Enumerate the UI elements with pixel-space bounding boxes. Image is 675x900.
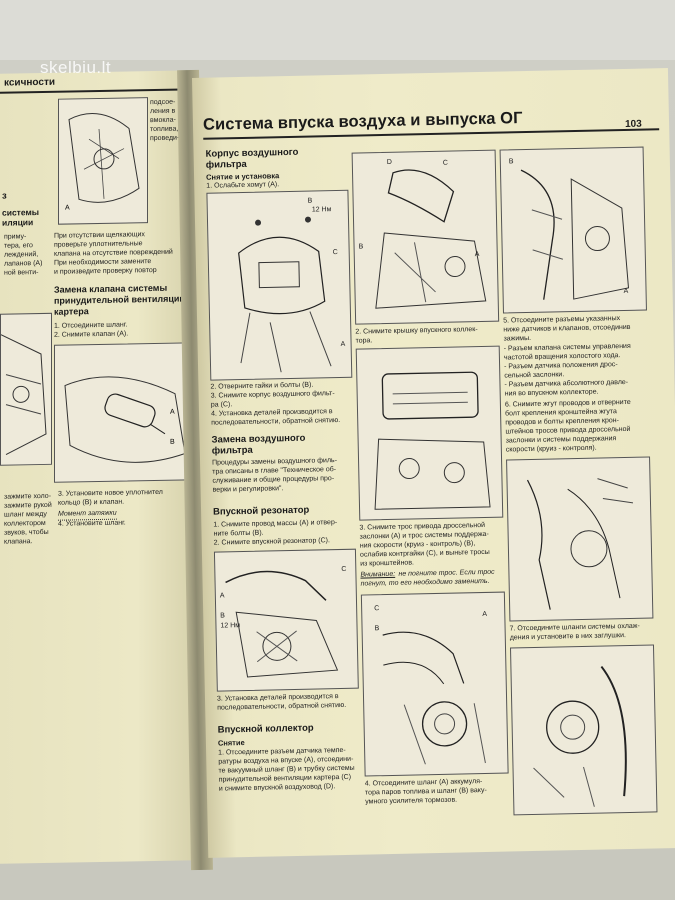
fig-label: C — [374, 605, 380, 613]
col2-step-4: умного усилителя тормозов. — [365, 796, 458, 806]
right-page: Система впуска воздуха и выпуска ОГ 103 … — [192, 68, 675, 858]
col3-step-5: зажимы. — [503, 334, 532, 343]
resonator-steps: 2. Снимите впускной резонатор (C). — [213, 537, 330, 547]
figure-throttle-cable: C B A — [360, 591, 509, 777]
figure-intake-duct: D C B A — [351, 149, 500, 325]
left-lower-line: зажмите рукой — [4, 501, 52, 510]
subheading-removal: Снятие и установка — [205, 171, 280, 182]
left-heading-ventilation: иляции — [2, 217, 34, 228]
fig-label: A — [340, 340, 346, 348]
col2-step-2: 2. Снимите крышку впускного коллек- — [355, 326, 478, 336]
col2-step-3: из кронштейнов. — [360, 559, 415, 568]
svg-text:A: A — [170, 409, 175, 416]
figure-left-engine — [0, 312, 52, 466]
warning-text: погнут, то его необходимо заменить. — [360, 577, 490, 588]
left-mid-line: лапанов (A) — [4, 259, 43, 268]
left-lower-line: коллектором — [4, 519, 46, 528]
col3-step-5: ниже датчиков и клапанов, отсоединив — [503, 323, 631, 334]
pcv-note-line: и произведите проверку повтор — [54, 266, 157, 276]
filter-text: верки и регулировки". — [212, 485, 284, 494]
left-mid-line: приму- — [4, 233, 27, 241]
figure-wiring-harness — [506, 456, 654, 622]
airbox-step-1: 1. Ослабьте хомут (A). — [206, 181, 280, 190]
col3-bullet: ния во впускном коллекторе. — [504, 388, 599, 398]
heading-airbox: Корпус воздушного — [205, 146, 299, 160]
pcv-step-3: 3. Установите новое уплотнител — [58, 488, 163, 498]
airbox-steps: последовательности, обратной снятию. — [211, 416, 341, 427]
fig-label: C — [442, 159, 448, 167]
fig-label: B — [307, 197, 313, 205]
left-top-line: топлива, — [150, 125, 179, 134]
svg-text:A: A — [65, 204, 70, 211]
fig-label: A — [219, 592, 225, 600]
left-lower-line: шланг между — [4, 510, 47, 519]
left-page: ксичности подсое- ления в вмокла- топлив… — [0, 70, 196, 864]
fig-label: C — [332, 248, 338, 257]
fig-label: A — [482, 610, 488, 619]
left-top-line: проведи- — [150, 134, 180, 143]
left-heading-z: з — [2, 190, 7, 202]
pcv-step-4: 4. Установите шланг. — [58, 519, 126, 528]
fig-label: D — [386, 158, 392, 166]
left-lower-line: зажмите холо- — [4, 492, 52, 501]
figure-manifold-cover — [355, 345, 504, 521]
resonator-steps: 1. Снимите провод массы (A) и отвер- — [213, 519, 338, 529]
left-mid-line: тера, его — [4, 242, 33, 250]
fig-torque: 12 Нм — [311, 206, 332, 214]
fig-label: B — [220, 612, 226, 620]
left-top-line: подсое- — [150, 98, 176, 107]
torque-label: Момент затяжки — [58, 509, 117, 521]
col3-step-6: скорости (круиз - контроля). — [505, 444, 597, 454]
left-top-line: ления в — [150, 107, 176, 116]
pcv-heading-line: принудительной вентиляции — [54, 293, 185, 306]
fig-label: A — [474, 251, 480, 259]
figure-sensors: B A — [499, 146, 647, 314]
svg-text:B: B — [170, 439, 175, 446]
manifold-steps: и снимите впускной воздуховод (D). — [218, 783, 336, 793]
figure-airbox: B 12 Нм C A — [206, 189, 353, 381]
fig-label: B — [358, 243, 364, 251]
fig-label: A — [623, 287, 629, 296]
heading-manifold: Впускной коллектор — [217, 722, 314, 736]
left-lower-line: звуков, чтобы — [4, 528, 49, 537]
left-mid-line: ной венти- — [4, 269, 39, 277]
airbox-steps: ра (C). — [210, 401, 233, 409]
watermark: skelbiu.lt — [40, 58, 112, 77]
figure-coolant-hoses — [509, 644, 658, 816]
fig-label: C — [341, 565, 347, 573]
col2-step-2: тора. — [355, 337, 373, 345]
figure-resonator: A B 12 Нм C — [213, 548, 359, 692]
warning-label: Внимание: — [360, 570, 396, 579]
fig-label: B — [374, 625, 380, 633]
pcv-step-3: кольцо (B) и клапан. — [58, 498, 125, 507]
col2-step-3: ослабив контргайки (C), и выньте тросы — [359, 548, 490, 559]
pcv-step: 2. Снимите клапан (A). — [54, 330, 129, 339]
figure-left-top: A — [58, 97, 148, 225]
left-lower-line: клапана. — [4, 538, 33, 546]
airbox-steps: 3. Снимите корпус воздушного фильт- — [210, 390, 335, 400]
left-mid-line: леждений, — [4, 251, 39, 259]
heading-airbox: фильтра — [205, 158, 247, 171]
resonator-step-3: последовательности, обратной снятию. — [217, 701, 347, 712]
page-title: Система впуска воздуха и выпуска ОГ — [202, 109, 523, 134]
left-top-line: вмокла- — [150, 116, 176, 125]
heading-resonator: Впускной резонатор — [212, 504, 310, 518]
fig-torque: 12 Нм — [220, 622, 241, 630]
subheading-manifold-removal: Снятие — [217, 738, 245, 748]
heading-filter: фильтра — [211, 444, 253, 457]
pcv-heading-line: картера — [54, 306, 89, 317]
fig-label: B — [508, 158, 514, 166]
heading-filter: Замена воздушного — [211, 432, 306, 446]
col3-step-7: дения и установите в них заглушки. — [509, 632, 627, 642]
